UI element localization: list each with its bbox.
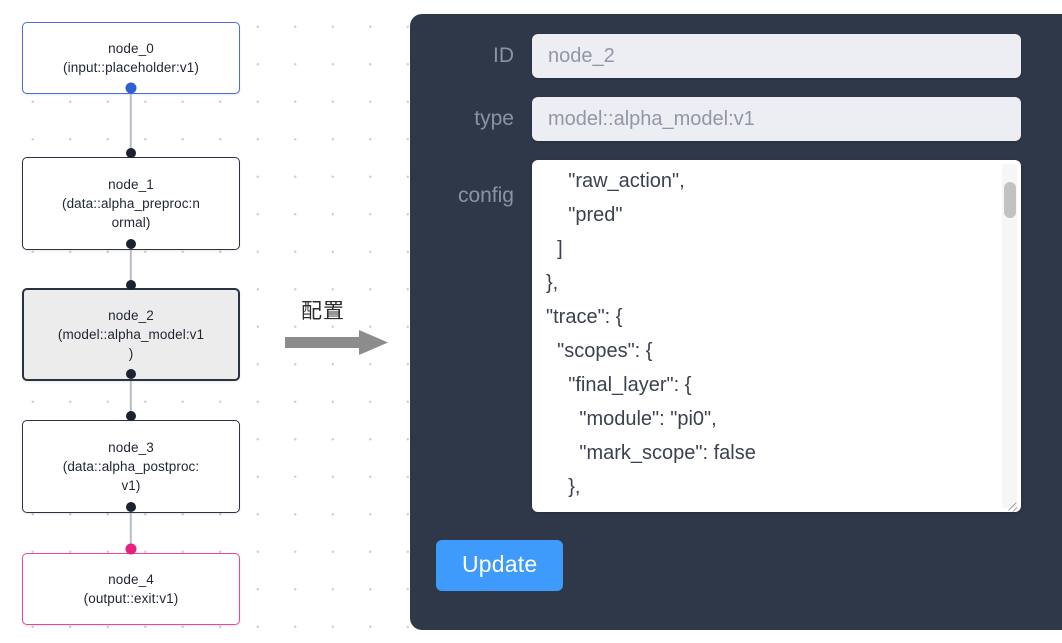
arrow-right-icon: [285, 330, 388, 355]
node_3-source-handle[interactable]: [126, 502, 136, 512]
graph-canvas[interactable]: node_0 (input::placeholder:v1) node_1 (d…: [0, 0, 400, 643]
id-input[interactable]: [532, 34, 1021, 78]
config-textarea[interactable]: "raw_action", "pred" ] }, "trace": { "sc…: [532, 160, 1021, 512]
field-row-type: type: [410, 97, 1062, 141]
node-label: node_3 (data::alpha_postproc: v1): [62, 440, 200, 493]
node_1-source-handle[interactable]: [126, 239, 136, 249]
node_3-target-handle[interactable]: [126, 411, 136, 421]
node-label: node_0 (input::placeholder:v1): [63, 41, 199, 75]
node-label: node_4 (output::exit:v1): [83, 572, 179, 606]
edge-node1-node2: [129, 250, 133, 288]
transition-annotation: 配置: [285, 295, 395, 365]
edge-node0-node1: [129, 94, 133, 157]
transition-label: 配置: [301, 299, 345, 323]
graph-node-node_3[interactable]: node_3 (data::alpha_postproc: v1): [22, 411, 240, 513]
config-scrollbar-track[interactable]: [1002, 164, 1017, 508]
edge-node3-node4: [129, 513, 133, 553]
node_0-source-handle[interactable]: [125, 82, 137, 93]
config-field-label: config: [457, 184, 514, 207]
node-label: node_1 (data::alpha_preproc:n ormal): [61, 177, 201, 230]
node_2-source-handle[interactable]: [126, 369, 136, 379]
graph-node-node_4[interactable]: node_4 (output::exit:v1): [22, 543, 240, 625]
update-button[interactable]: Update: [436, 540, 564, 591]
node_2-target-handle[interactable]: [126, 280, 136, 290]
node_4-target-handle[interactable]: [125, 543, 137, 554]
node-config-panel: ID type config "raw_action", "pred" ] },…: [410, 14, 1062, 630]
field-row-config: config "raw_action", "pred" ] }, "trace"…: [410, 160, 1062, 512]
node_1-target-handle[interactable]: [126, 148, 136, 158]
field-row-id: ID: [410, 34, 1062, 78]
type-input[interactable]: [532, 97, 1021, 141]
node-label: node_2 (model::alpha_model:v1 ): [57, 308, 205, 361]
type-field-label: type: [474, 107, 514, 130]
config-textarea-wrapper: "raw_action", "pred" ] }, "trace": { "sc…: [532, 160, 1021, 512]
edge-node2-node3: [129, 381, 133, 420]
graph-node-node_2[interactable]: node_2 (model::alpha_model:v1 ): [22, 280, 240, 381]
graph-node-node_0[interactable]: node_0 (input::placeholder:v1): [22, 22, 240, 94]
config-scrollbar-thumb[interactable]: [1004, 182, 1016, 218]
id-field-label: ID: [493, 44, 514, 67]
graph-node-node_1[interactable]: node_1 (data::alpha_preproc:n ormal): [22, 148, 240, 250]
